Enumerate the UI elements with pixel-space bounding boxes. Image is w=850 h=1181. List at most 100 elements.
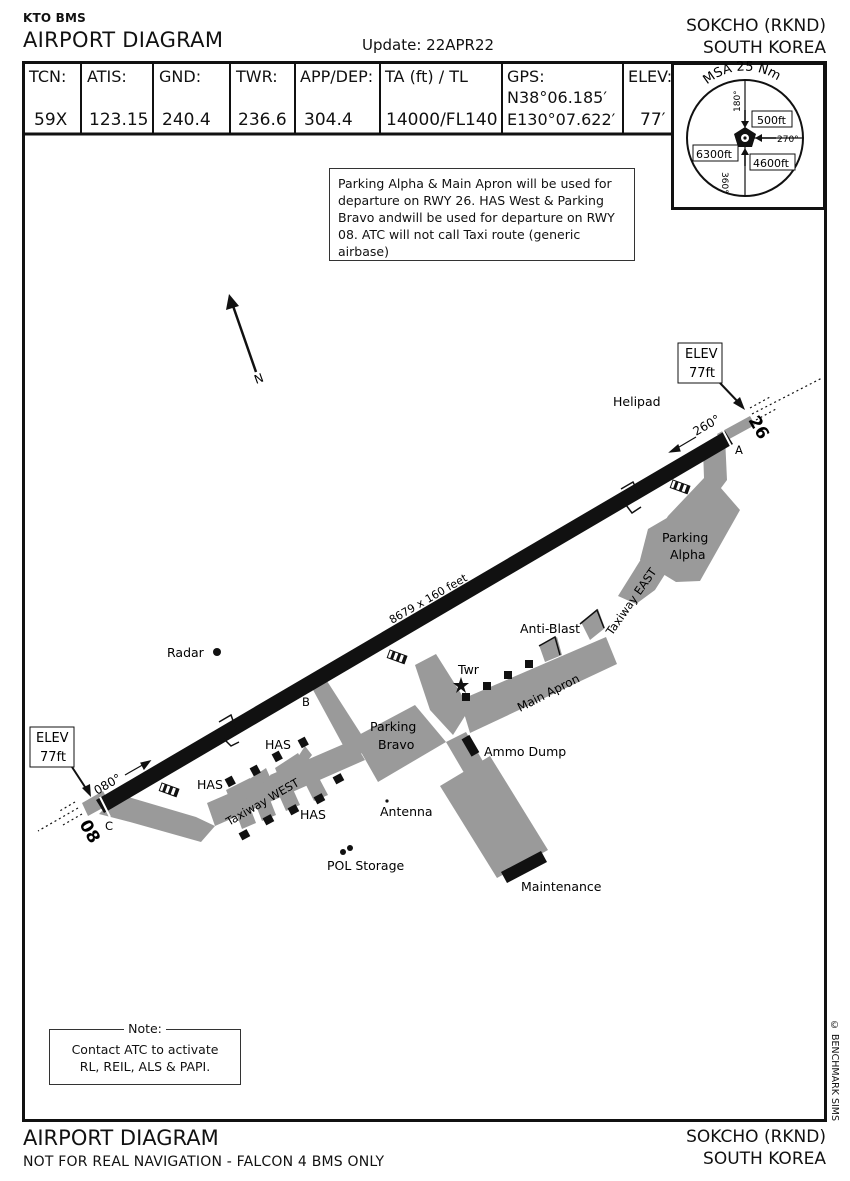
runway-number-08: 08 — [75, 817, 104, 848]
elev-box-26-value: 77ft — [689, 366, 715, 381]
msa-radial-360: 360° — [719, 172, 729, 194]
tcn-label: TCN: — [29, 67, 67, 86]
parking-bravo-label-1: Parking — [370, 719, 416, 734]
elev-box-08-label: ELEV — [36, 731, 69, 746]
info-cell-dividers — [80, 63, 624, 134]
north-arrow-icon — [230, 302, 258, 373]
page-title: AIRPORT DIAGRAM — [23, 28, 224, 52]
has-label-2: HAS — [197, 777, 223, 792]
footer-title: AIRPORT DIAGRAM — [23, 1126, 219, 1150]
note-box: Note: Contact ATC to activate RL, REIL, … — [49, 1021, 241, 1085]
twr-value: 236.6 — [238, 110, 287, 130]
note-line-2: RL, REIL, ALS & PAPI. — [79, 1059, 211, 1074]
elev-value: 77′ — [640, 110, 666, 130]
copyright: © BENCHMARK SIMS — [829, 1020, 840, 1122]
app-dep-label: APP/DEP: — [300, 67, 374, 86]
anti-blast-label: Anti-Blast — [520, 621, 580, 636]
pol-storage-label: POL Storage — [327, 858, 405, 873]
has-spur-5 — [226, 778, 253, 800]
windsock-icon-2 — [386, 649, 408, 665]
parking-bravo — [353, 705, 446, 782]
helipad-label: Helipad — [613, 394, 661, 409]
atis-label: ATIS: — [87, 67, 127, 86]
has-label-1: HAS — [265, 737, 291, 752]
has-spur-7 — [275, 753, 303, 778]
gnd-label: GND: — [159, 67, 202, 86]
elev-label: ELEV: — [628, 67, 673, 86]
msa-alt-box-w — [692, 144, 739, 162]
has-spur-1 — [229, 789, 256, 829]
parking-alpha — [640, 487, 740, 582]
msa-alt-box-ne — [751, 110, 793, 128]
antenna-label: Antenna — [380, 804, 433, 819]
maintenance-area — [440, 756, 548, 878]
elev-box-08-value: 77ft — [40, 750, 66, 765]
footer-country: SOUTH KOREA — [703, 1149, 826, 1169]
has-spur-4 — [296, 759, 328, 801]
ta-tl-label: TA (ft) / TL — [385, 67, 468, 86]
app-dep-value: 304.4 — [304, 110, 353, 130]
runway-08-26 — [96, 431, 733, 813]
departure-notice: Parking Alpha & Main Apron will be used … — [329, 168, 635, 261]
org-label: KTO BMS — [23, 11, 86, 25]
taxiway-c-label: C — [105, 819, 113, 833]
approach-lights — [37, 377, 823, 832]
twr-label: TWR: — [236, 67, 278, 86]
parking-alpha-label-2: Alpha — [670, 547, 706, 562]
apron-connector — [415, 654, 470, 735]
antenna-icon — [385, 799, 389, 803]
msa-alt-se: 4600ft — [753, 157, 790, 170]
has-shelters — [224, 660, 533, 841]
atis-value: 123.15 — [89, 110, 149, 130]
vortac-icon — [734, 127, 756, 147]
anti-blast-outline-2 — [579, 608, 605, 629]
ammo-dump-label: Ammo Dump — [484, 744, 566, 759]
elev-box-26-label: ELEV — [685, 347, 718, 362]
threshold-08 — [99, 796, 111, 818]
parking-bravo-label-2: Bravo — [378, 737, 414, 752]
header-airport-name: SOKCHO (RKND) — [686, 16, 826, 36]
tcn-value: 59X — [34, 110, 68, 130]
taxiways-and-aprons — [82, 416, 755, 878]
has-label-3: HAS — [300, 807, 326, 822]
midfield-markers — [218, 480, 642, 747]
tower-star-icon — [453, 677, 469, 693]
footer-airport-block: SOKCHO (RKND) SOUTH KOREA — [686, 1126, 826, 1170]
threshold-26 — [719, 424, 733, 449]
header-airport-block: SOKCHO (RKND) SOUTH KOREA — [686, 15, 826, 59]
maintenance-label: Maintenance — [521, 879, 602, 894]
tower-label: Twr — [457, 662, 480, 677]
has-spur-6 — [248, 768, 270, 790]
msa-radial-180: 180° — [733, 90, 743, 112]
direction-arrows — [124, 436, 697, 776]
gps-lat: N38°06.185′ — [507, 88, 607, 107]
taxiway-b-connector — [312, 681, 370, 760]
update-date: Update: 22APR22 — [362, 36, 495, 54]
gps-lon: E130°07.622′ — [507, 110, 616, 129]
header-country: SOUTH KOREA — [703, 38, 826, 58]
windsock-icon-3 — [158, 782, 180, 798]
maintenance-hangar — [501, 851, 547, 883]
ta-tl-value: 14000/FL140 — [386, 110, 498, 130]
main-apron — [460, 637, 617, 733]
north-label: N — [252, 371, 265, 387]
taxiway-c — [99, 794, 215, 842]
parking-alpha-label-1: Parking — [662, 530, 708, 545]
footer-airport-name: SOKCHO (RKND) — [686, 1127, 826, 1147]
note-line-1: Contact ATC to activate — [71, 1042, 219, 1057]
ammo-dump-bunker — [461, 734, 480, 757]
radar-icon — [213, 648, 221, 656]
msa-alt-w: 6300ft — [696, 148, 733, 161]
has-spur-2 — [248, 779, 276, 821]
footer-disclaimer: NOT FOR REAL NAVIGATION - FALCON 4 BMS O… — [23, 1154, 385, 1170]
elev-box-26 — [677, 342, 723, 384]
has-spur-3 — [270, 769, 300, 811]
windsock-icon-1 — [669, 479, 691, 495]
elev-box-08 — [29, 726, 75, 768]
has-spur-8 — [296, 746, 312, 768]
anti-blast-outline-1 — [538, 635, 561, 656]
msa-alt-box-se — [749, 153, 796, 171]
taxiway-b-label: B — [302, 695, 310, 709]
msa-radial-270: 270° — [777, 135, 799, 145]
